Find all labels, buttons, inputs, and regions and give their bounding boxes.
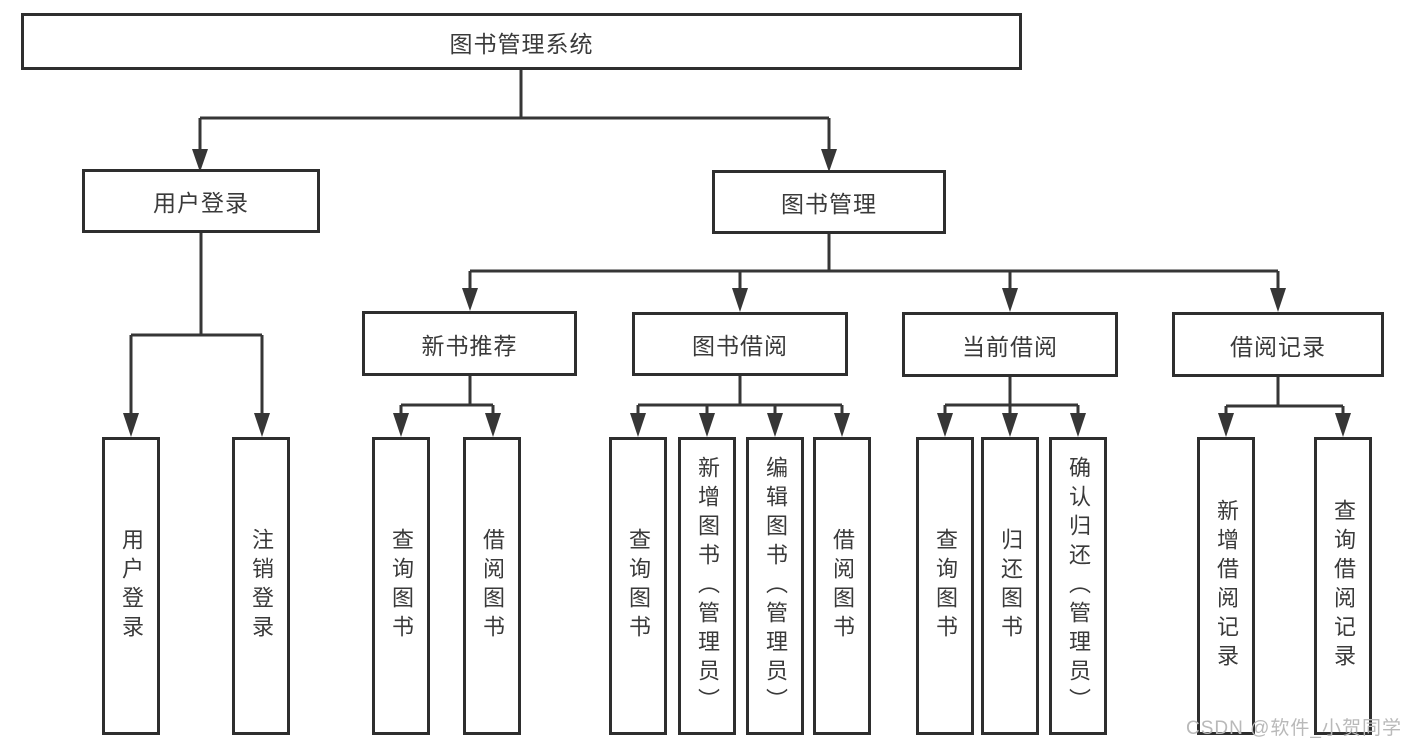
node-label: 图书管理系统	[449, 30, 594, 57]
leaf-logout: 注销登录	[232, 437, 290, 735]
node-label: 新书推荐	[421, 332, 518, 359]
leaf-borrow-add-books-admin: 新增图书（管理员）	[678, 437, 736, 735]
node-borrowing-records: 借阅记录	[1172, 312, 1384, 377]
watermark: CSDN @软件_小贺同学	[1186, 718, 1402, 739]
node-label: 用户登录	[153, 190, 249, 216]
leaf-current-query-books: 查询图书	[916, 437, 974, 735]
leaf-records-query-borrow-record: 查询借阅记录	[1314, 437, 1372, 735]
leaf-borrow-borrow-books: 借阅图书	[813, 437, 871, 735]
node-label: 当前借阅	[962, 333, 1058, 360]
leaf-recommend-borrow-books: 借阅图书	[463, 437, 521, 735]
node-library-management-system: 图书管理系统	[21, 13, 1022, 70]
node-current-borrowing: 当前借阅	[902, 312, 1118, 377]
leaf-user-login: 用户登录	[102, 437, 160, 735]
node-label: 图书管理	[781, 191, 877, 217]
node-user-login: 用户登录	[82, 169, 320, 233]
node-new-book-recommendation: 新书推荐	[362, 311, 577, 376]
leaf-records-add-borrow-record: 新增借阅记录	[1197, 437, 1255, 735]
arrowheads	[123, 149, 1351, 437]
leaf-borrow-edit-books-admin: 编辑图书（管理员）	[746, 437, 804, 735]
node-label: 图书借阅	[692, 333, 788, 359]
node-book-management: 图书管理	[712, 170, 946, 234]
leaf-recommend-query-books: 查询图书	[372, 437, 430, 735]
leaf-current-confirm-return-admin: 确认归还（管理员）	[1049, 437, 1107, 735]
node-label: 借阅记录	[1230, 333, 1326, 360]
leaf-borrow-query-books: 查询图书	[609, 437, 667, 735]
leaf-current-return-books: 归还图书	[981, 437, 1039, 735]
node-book-borrowing: 图书借阅	[632, 312, 848, 376]
